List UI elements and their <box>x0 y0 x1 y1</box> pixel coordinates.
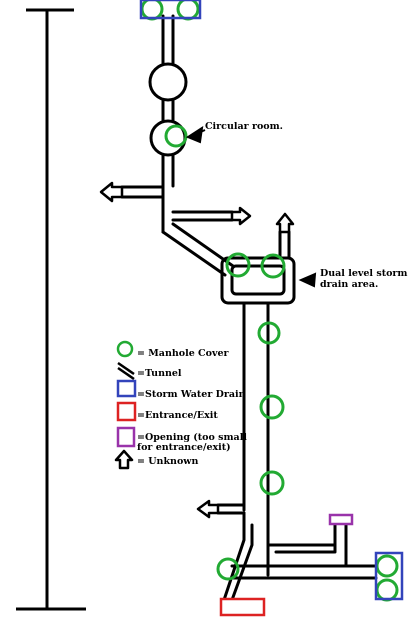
manhole-cover-icon <box>259 394 285 420</box>
tunnel-network <box>120 14 378 602</box>
storm-drain-icon <box>139 0 202 20</box>
legend-tunnel-label: =Tunnel <box>137 368 182 379</box>
legend-unknown-label: = Unknown <box>137 456 198 467</box>
annotation-circular-room: Circular room. <box>205 121 283 132</box>
unknown-arrow-icon <box>275 212 295 234</box>
entrance-exit <box>219 597 266 617</box>
callout-arrows <box>185 125 317 288</box>
legend-opening-label-2: for entrance/exit) <box>137 442 231 453</box>
unknown-arrow-icon <box>114 449 134 470</box>
legend: = Manhole Cover =Tunnel =Storm Water Dra… <box>114 340 247 470</box>
legend-manhole-label: = Manhole Cover <box>137 348 230 359</box>
manhole-cover-icon <box>375 554 399 578</box>
manhole-cover-icon <box>176 0 200 21</box>
entrance-exit-icon <box>116 401 137 422</box>
storm-water-drains <box>139 0 404 601</box>
opening-icon <box>116 426 136 448</box>
storm-drain-icon <box>116 379 137 398</box>
unknown-arrow-icon <box>230 206 252 226</box>
manhole-cover-icon <box>116 340 134 358</box>
manhole-cover-icon <box>375 578 399 602</box>
dual-level-area <box>220 256 296 305</box>
manhole-cover-icon <box>140 0 164 21</box>
tunnel-icon <box>117 361 135 381</box>
legend-storm-drain-label: =Storm Water Drain <box>137 389 246 400</box>
manhole-cover-icon <box>260 253 286 279</box>
opening <box>328 513 354 526</box>
manhole-cover-icon <box>164 124 188 148</box>
legend-entrance-label: =Entrance/Exit <box>137 410 218 421</box>
legend-opening-label-1: =Opening (too small <box>137 432 247 443</box>
scale-bar <box>16 8 86 611</box>
arrows <box>99 181 295 519</box>
annotation-dual-level-1: Dual level storm <box>320 268 407 279</box>
manhole-cover-icon <box>257 321 281 345</box>
manhole-cover-icon <box>259 470 285 496</box>
unknown-arrow-icon <box>99 181 124 203</box>
manhole-cover-icon <box>216 557 240 581</box>
manhole-cover-icon <box>225 252 251 278</box>
exit-arrow-icon <box>196 499 220 519</box>
storm-drain-icon <box>374 551 404 601</box>
annotation-dual-level-2: drain area. <box>320 279 378 290</box>
